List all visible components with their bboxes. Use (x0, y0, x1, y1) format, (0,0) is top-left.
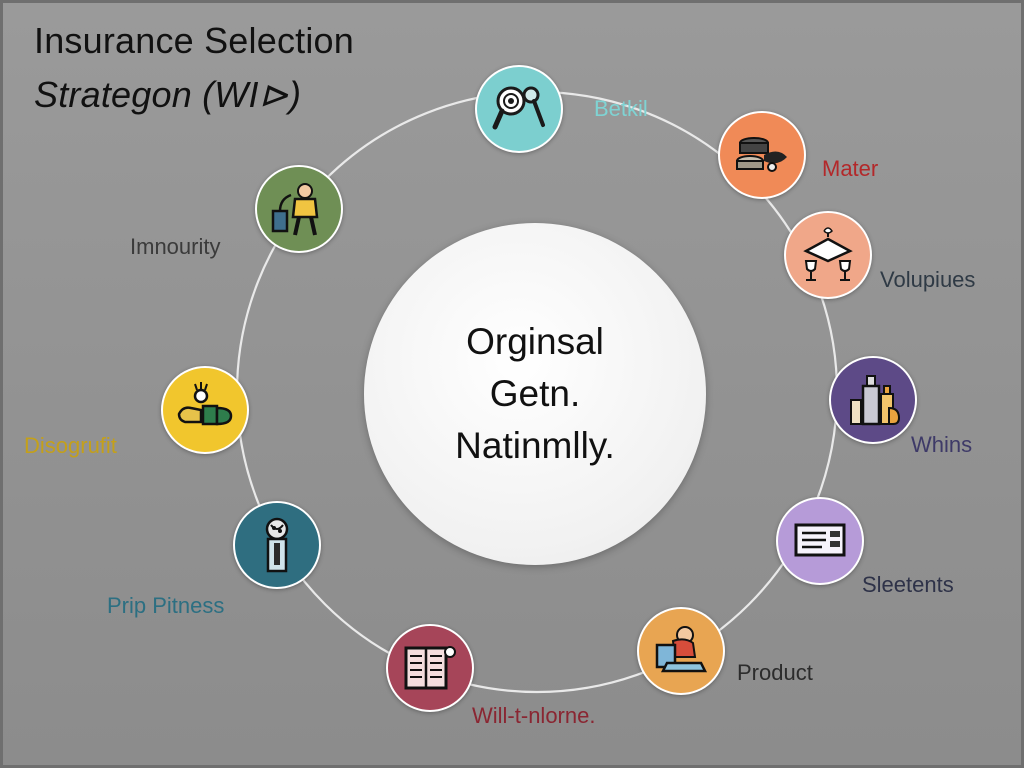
hand-device-icon (177, 382, 233, 426)
node-sleetents[interactable] (776, 497, 864, 585)
node-label-sleetents: Sleetents (862, 572, 954, 597)
node-immourity[interactable] (255, 165, 343, 253)
node-label-volupiues: Volupiues (880, 267, 976, 292)
node-label-prip: Prip Pitness (107, 593, 225, 618)
document-panel-icon (794, 523, 846, 557)
node-label-whins: Whins (911, 432, 973, 457)
node-label-disogrufit: Disogrufit (24, 433, 117, 458)
node-prip[interactable] (233, 501, 321, 589)
node-betkil[interactable] (475, 65, 563, 153)
wine-glasses-icon (803, 227, 853, 281)
title-line-1: Insurance Selection (34, 20, 354, 61)
node-will[interactable] (386, 624, 474, 712)
center-text-line-2: Getn. (489, 373, 581, 414)
magnifier-icon (492, 86, 545, 130)
node-label-will: Will-t-nlorne. (472, 703, 596, 728)
coins-icon (736, 137, 787, 172)
node-label-immourity: Imnourity (130, 234, 221, 259)
ledger-icon (404, 646, 456, 690)
node-label-product: Product (737, 660, 813, 685)
center-text-line-1: Orginsal (466, 321, 604, 362)
node-label-mater: Mater (822, 156, 879, 181)
bottles-icon (850, 375, 901, 426)
gauge-icon (265, 517, 289, 573)
node-whins[interactable] (829, 356, 917, 444)
node-mater[interactable] (718, 111, 806, 199)
title-line-2: Strategon (WI⊳) (34, 74, 302, 115)
center-hub: Orginsal Getn. Natinmlly. (364, 223, 706, 565)
node-volupiues[interactable] (784, 211, 872, 299)
node-disogrufit[interactable] (161, 366, 249, 454)
node-label-betkil: Betkil (594, 96, 648, 121)
worker-icon (271, 183, 319, 236)
center-text-line-3: Natinmlly. (455, 425, 615, 466)
node-product[interactable] (637, 607, 725, 695)
person-laptop-icon (655, 626, 708, 673)
